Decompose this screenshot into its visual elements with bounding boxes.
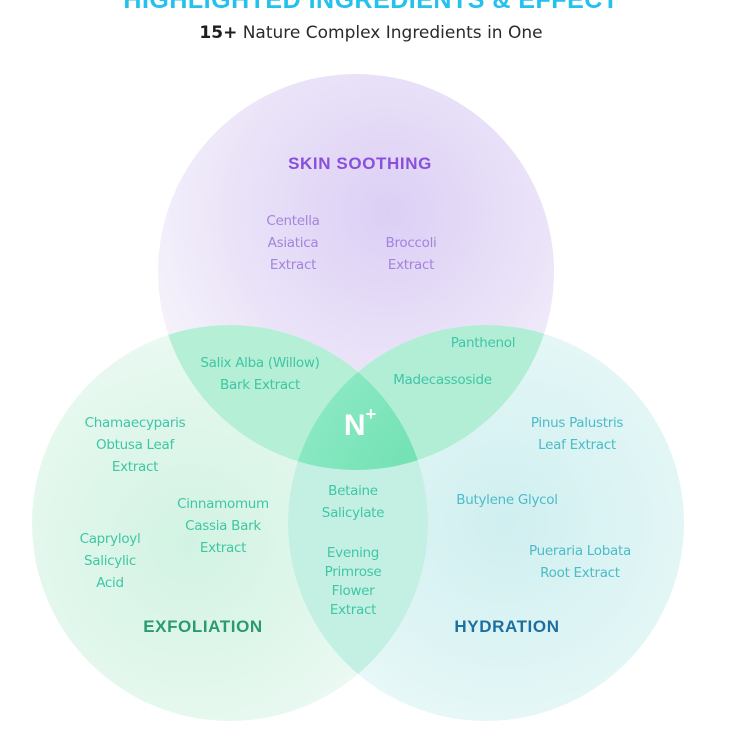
- ingredient-chamaecyparis-obtusa-leaf-extract: Chamaecyparis Obtusa Leaf Extract: [84, 415, 186, 475]
- ingredient-pueraria-lobata-root-extract: Pueraria Lobata Root Extract: [529, 543, 631, 581]
- ingredient-pinus-palustris-leaf-extract: Pinus Palustris Leaf Extract: [530, 415, 624, 453]
- center-logo-mark: N+: [343, 404, 377, 442]
- page-subtitle: 15+ Nature Complex Ingredients in One: [0, 23, 742, 43]
- ingredient-centella-asiatica-extract: Centella Asiatica Extract: [266, 213, 320, 273]
- category-exfoliation: EXFOLIATION: [143, 617, 263, 636]
- ingredient-madecassoside: Madecassoside: [393, 372, 492, 388]
- ingredient-capryloyl-salicylic-acid: Capryloyl Salicylic Acid: [79, 531, 141, 591]
- category-skin-soothing: SKIN SOOTHING: [288, 154, 432, 173]
- category-hydration: HYDRATION: [454, 617, 560, 636]
- subtitle-number: 15+: [199, 23, 238, 43]
- overlap-center: [288, 325, 428, 470]
- ingredient-broccoli-extract: Broccoli Extract: [385, 235, 437, 273]
- ingredient-cinnamomum-cassia-bark-extract: Cinnamomum Cassia Bark Extract: [177, 496, 269, 556]
- subtitle-text: Nature Complex Ingredients in One: [237, 23, 543, 43]
- ingredient-evening-primrose-flower-extract: Evening Primrose Flower Extract: [324, 545, 382, 618]
- ingredient-betaine-salicylate: Betaine Salicylate: [321, 483, 385, 521]
- ingredient-panthenol: Panthenol: [450, 335, 516, 351]
- ingredient-salix-alba-bark-extract: Salix Alba (Willow) Bark Extract: [200, 355, 320, 393]
- ingredient-butylene-glycol: Butylene Glycol: [456, 492, 558, 508]
- page-title: HIGHLIGHTED INGREDIENTS & EFFECT: [123, 0, 619, 14]
